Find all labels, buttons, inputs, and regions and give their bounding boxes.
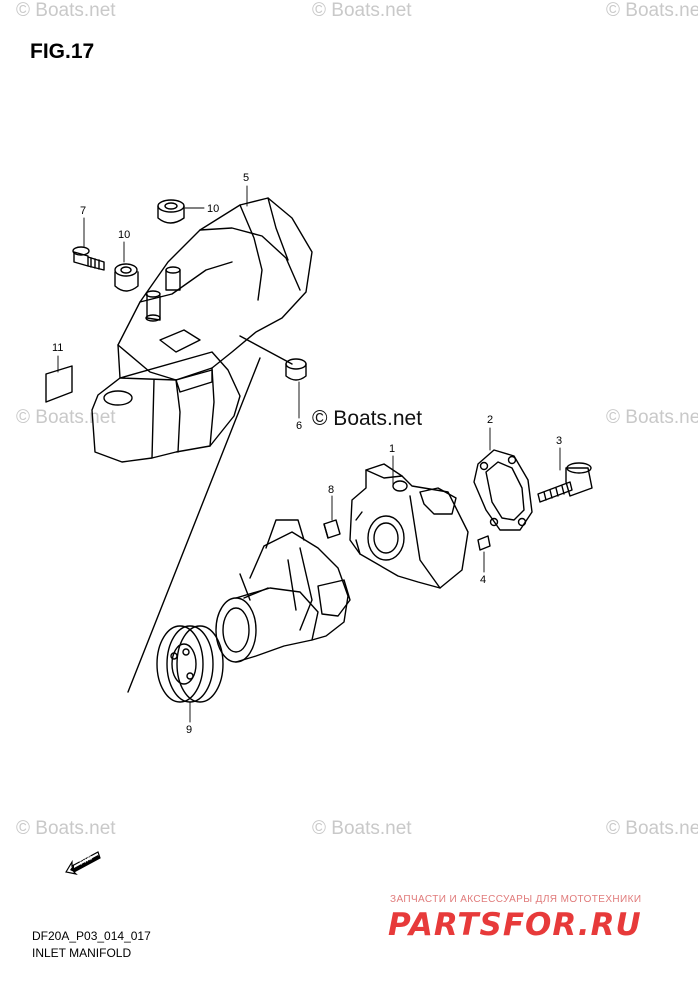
part-8-clip [323,519,341,539]
assembly-reference-line [127,357,261,693]
watermark-bottom-left: © Boats.net [16,818,116,839]
callout-10-lower: 10 [118,229,131,241]
watermark-top-right: © Boats.net [606,0,698,21]
watermark-top-center: © Boats.net [312,0,412,21]
partsfor-logo: PARTSFOR.RU [388,907,642,943]
copyright-watermark: © Boats.net [312,407,423,430]
callout-9: 9 [186,724,193,736]
figure-name: INLET MANIFOLD [32,946,132,960]
intake-manifold [215,519,351,663]
part-3-bolt [537,462,593,503]
callout-4: 4 [480,574,487,586]
callout-leaders [57,185,561,723]
part-10-grommet-lower [114,263,139,292]
assembly-reference-line-2 [239,335,293,365]
callout-10-upper: 10 [207,203,220,215]
watermark-top-left: © Boats.net [16,0,116,21]
part-7-bolt [72,246,105,271]
callout-11: 11 [52,342,64,354]
watermark-mid-left: © Boats.net [16,407,116,428]
part-11-label [45,365,73,403]
part-4-pin [477,535,491,551]
callout-2: 2 [487,414,494,426]
fwd-arrow-icon: FWD [65,851,101,875]
watermark-bottom-center: © Boats.net [312,818,412,839]
part-6-cap [285,358,307,381]
callout-6: 6 [296,420,303,432]
figure-title: FIG.17 [30,40,95,63]
callout-3: 3 [556,435,563,447]
part-9-pulley [156,625,224,703]
watermark-bottom-right: © Boats.net [606,818,698,839]
figure-code: DF20A_P03_014_017 [32,929,151,943]
part-5-silencer [91,197,313,463]
callout-5: 5 [243,172,250,184]
watermark-mid-right: © Boats.net [606,407,698,428]
part-1-throttle-body [349,463,469,589]
callout-1: 1 [389,443,396,455]
part-10-grommet-upper [157,199,185,224]
callout-8: 8 [328,484,335,496]
callout-7: 7 [80,205,87,217]
partsfor-tagline: ЗАПЧАСТИ И АКСЕССУАРЫ ДЛЯ МОТОТЕХНИКИ [390,894,642,905]
part-2-gasket [473,449,533,531]
